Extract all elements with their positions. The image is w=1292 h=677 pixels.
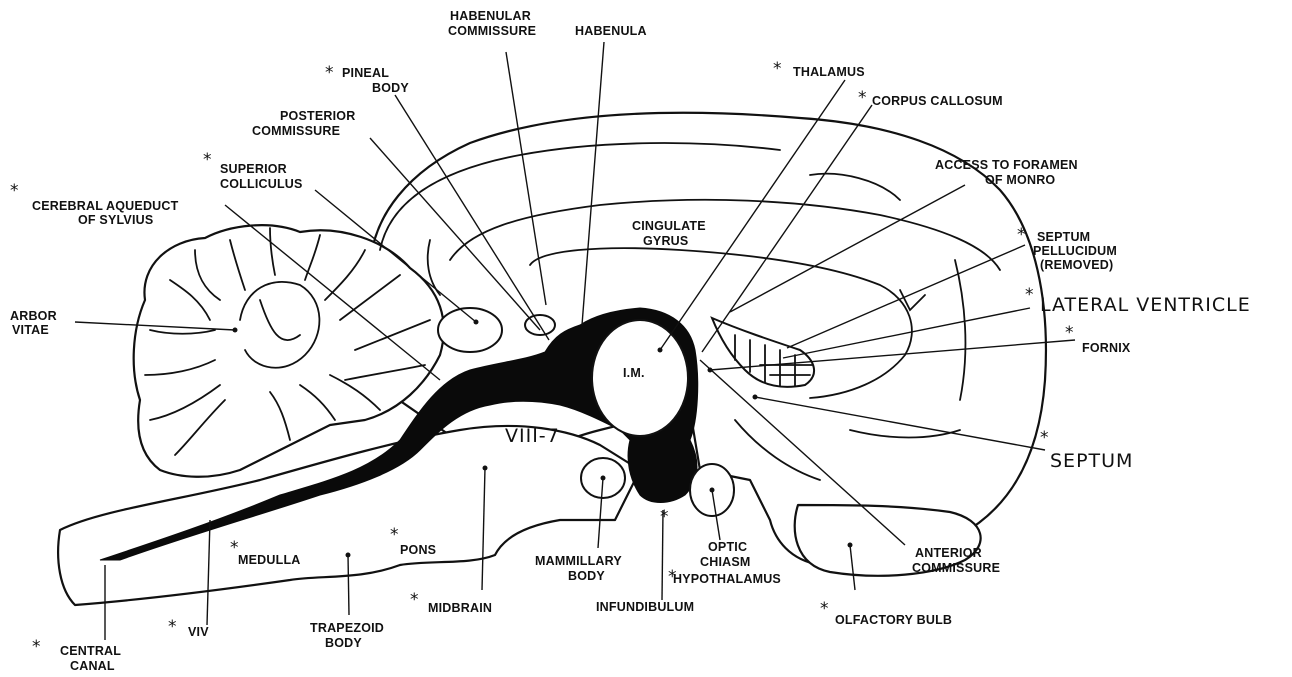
label-viv: VIV [188, 625, 209, 639]
svg-text:*: * [773, 59, 782, 79]
svg-text:*: * [1017, 225, 1026, 245]
label-olfactory-bulb: OLFACTORY BULB [835, 613, 952, 627]
svg-text:*: * [660, 507, 669, 527]
svg-text:*: * [325, 63, 334, 83]
superior-colliculus-shape [438, 308, 502, 352]
svg-text:*: * [1065, 323, 1074, 343]
svg-text:*: * [32, 637, 41, 657]
svg-text:*: * [410, 590, 419, 610]
label-habenula: HABENULA [575, 24, 647, 38]
svg-text:*: * [203, 150, 212, 170]
brain-outline [58, 113, 1046, 605]
svg-text:*: * [858, 88, 867, 108]
label-thalamus: THALAMUS [793, 65, 865, 79]
svg-text:*: * [1040, 428, 1049, 448]
svg-text:*: * [10, 181, 19, 201]
label-lateral-ventricle: LATERAL VENTRICLE [1040, 294, 1251, 316]
label-septum: SEPTUM [1050, 450, 1133, 472]
svg-text:*: * [168, 617, 177, 637]
label-fornix: FORNIX [1082, 341, 1131, 355]
svg-text:*: * [1025, 285, 1034, 305]
label-im: I.M. [623, 366, 645, 380]
svg-text:*: * [390, 525, 399, 545]
label-corpus-callosum: CORPUS CALLOSUM [872, 94, 1003, 108]
label-viii-7: VIII-7 [505, 425, 560, 447]
svg-text:*: * [820, 599, 829, 619]
label-hypothalamus: HYPOTHALAMUS [673, 572, 781, 586]
label-midbrain: MIDBRAIN [428, 601, 492, 615]
cerebellum-outline [134, 225, 444, 477]
label-infundibulum: INFUNDIBULUM [596, 600, 694, 614]
label-medulla: MEDULLA [238, 553, 301, 567]
label-pons: PONS [400, 543, 436, 557]
